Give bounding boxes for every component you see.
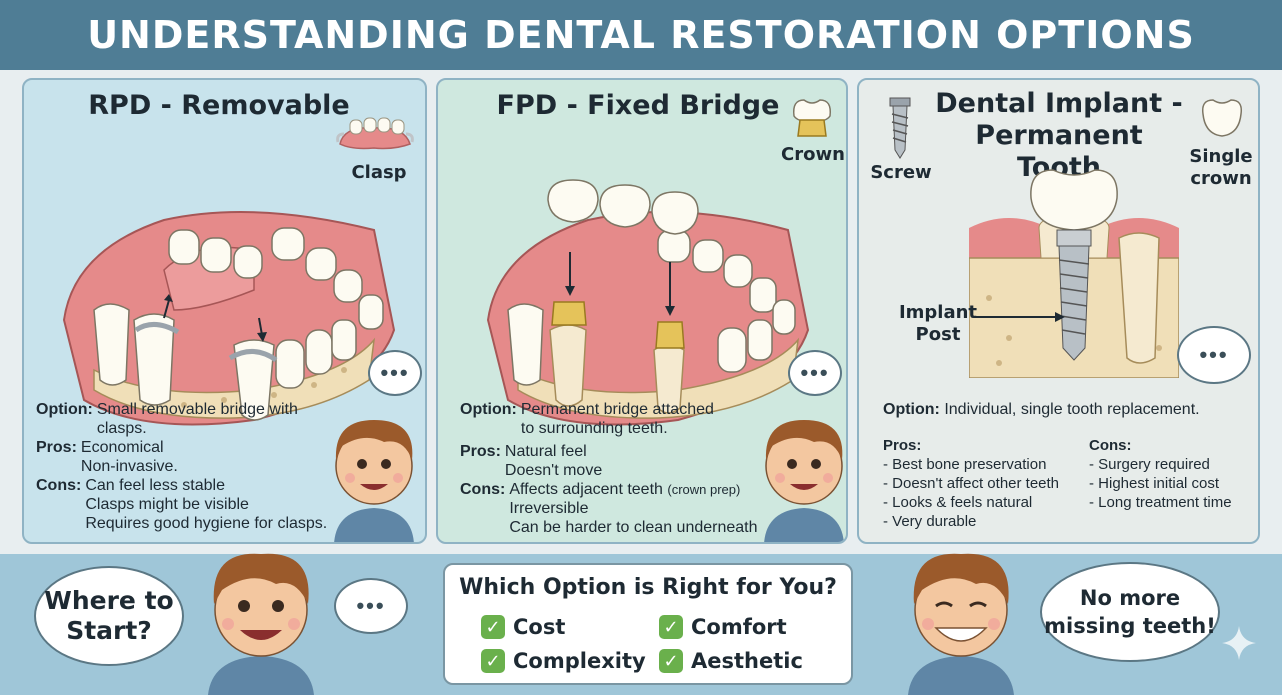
screw-label: Screw — [870, 162, 932, 183]
implant-pros-item: - Looks & feels natural — [883, 494, 1033, 511]
fpd-option-line: Permanent bridge attached — [520, 401, 714, 418]
child-avatar-right — [908, 553, 1014, 695]
single-crown-icon — [1201, 99, 1243, 137]
bubble-line: No more — [1079, 586, 1181, 610]
option-cost: ✓ Cost — [481, 615, 565, 639]
implant-pros-item: - Best bone preservation — [883, 456, 1047, 473]
fpd-option-text: Permanent bridge attached to surrounding… — [521, 400, 714, 438]
implant-option-key: Option: — [883, 401, 940, 418]
sparkle-icon — [1222, 626, 1256, 660]
rpd-jaw-illustration — [62, 211, 396, 426]
implant-pros-item: - Doesn't affect other teeth — [883, 475, 1060, 492]
clasp-icon — [336, 117, 414, 150]
fpd-pros-line: Natural feel — [504, 443, 587, 460]
rpd-cons-line: Can feel less stable — [85, 477, 225, 494]
rpd-option-line: Small removable bridge with — [96, 401, 298, 418]
option-complexity: ✓ Complexity — [481, 649, 646, 673]
fpd-cons-key: Cons: — [460, 481, 506, 498]
crown-label: Crown — [781, 144, 845, 165]
rpd-pros-line: Non-invasive. — [80, 458, 178, 475]
implant-option-text: Individual, single tooth replacement. — [944, 401, 1200, 418]
rpd-option-line: clasps. — [96, 420, 147, 437]
implant-pros-title: Pros: — [883, 437, 922, 454]
fpd-pros-key: Pros: — [460, 443, 501, 460]
check-icon: ✓ — [481, 649, 505, 673]
rpd-panel: RPD - Removable Clasp — [22, 78, 427, 544]
rpd-details: Option: Small removable bridge with clas… — [36, 400, 346, 533]
implant-post-arrow — [975, 312, 1065, 322]
speech-bubble-rpd: ••• — [368, 350, 422, 396]
implant-option-row: Option: Individual, single tooth replace… — [883, 400, 1253, 419]
rpd-option-row: Option: Small removable bridge with clas… — [36, 400, 346, 438]
fpd-cons-note: (crown prep) — [667, 482, 741, 497]
option-label: Comfort — [691, 615, 787, 639]
check-icon: ✓ — [481, 615, 505, 639]
option-label: Aesthetic — [691, 649, 803, 673]
check-icon: ✓ — [659, 649, 683, 673]
screw-icon — [889, 97, 911, 159]
rpd-option-key: Option: — [36, 401, 93, 418]
rpd-option-text: Small removable bridge with clasps. — [97, 400, 298, 438]
option-label: Complexity — [513, 649, 646, 673]
speech-bubble-bottom: ••• — [334, 578, 408, 634]
implant-cons: Cons: - Surgery required - Highest initi… — [1089, 436, 1258, 512]
clasp-label: Clasp — [351, 162, 407, 183]
implant-cons-item: - Highest initial cost — [1089, 475, 1220, 492]
rpd-cons-text: Can feel less stable Clasps might be vis… — [85, 476, 327, 533]
implant-pros: Pros: - Best bone preservation - Doesn't… — [883, 436, 1083, 531]
rpd-pros-text: Economical Non-invasive. — [81, 438, 178, 476]
fpd-cons-row: Cons: Affects adjacent teeth (crown prep… — [460, 480, 780, 537]
bubble-line: Where to — [44, 586, 174, 615]
crown-icon — [792, 99, 832, 137]
option-aesthetic: ✓ Aesthetic — [659, 649, 803, 673]
fpd-cons-text: Affects adjacent teeth (crown prep) Irre… — [509, 480, 757, 537]
implant-cons-item: - Surgery required — [1089, 456, 1210, 473]
rpd-cons-line: Clasps might be visible — [85, 496, 249, 513]
rpd-title: RPD - Removable — [88, 90, 350, 121]
fpd-option-row: Option: Permanent bridge attached to sur… — [460, 400, 780, 438]
fpd-pros-line: Doesn't move — [504, 462, 603, 479]
child-avatar-fpd — [764, 420, 844, 542]
which-option-title: Which Option is Right for You? — [459, 575, 837, 600]
fpd-cons-line: Irreversible — [509, 500, 589, 517]
rpd-cons-line: Requires good hygiene for clasps. — [85, 515, 328, 532]
implant-cons-item: - Long treatment time — [1089, 494, 1232, 511]
fpd-panel: FPD - Fixed Bridge Crown ••• Option: — [436, 78, 848, 544]
fpd-details: Option: Permanent bridge attached to sur… — [460, 400, 780, 537]
child-avatar-rpd — [334, 420, 414, 542]
implant-cons-title: Cons: — [1089, 437, 1132, 454]
option-label: Cost — [513, 615, 566, 639]
implant-title-line: Dental Implant - — [935, 88, 1183, 119]
rpd-cons-row: Cons: Can feel less stable Clasps might … — [36, 476, 346, 533]
page-title: UNDERSTANDING DENTAL RESTORATION OPTIONS — [87, 13, 1195, 57]
implant-illustration — [969, 169, 1179, 378]
fpd-title: FPD - Fixed Bridge — [496, 90, 780, 121]
fpd-option-key: Option: — [460, 401, 517, 418]
header-banner: UNDERSTANDING DENTAL RESTORATION OPTIONS — [0, 0, 1282, 70]
bubble-line: Start? — [66, 616, 152, 645]
check-icon: ✓ — [659, 615, 683, 639]
rpd-pros-row: Pros: Economical Non-invasive. — [36, 438, 346, 476]
rpd-pros-line: Economical — [80, 439, 164, 456]
fpd-cons-line: Can be harder to clean underneath — [509, 519, 758, 536]
speech-bubble-fpd: ••• — [788, 350, 842, 396]
rpd-pros-key: Pros: — [36, 439, 77, 456]
speech-bubble-implant: ••• — [1177, 326, 1251, 384]
fpd-pros-row: Pros: Natural feel Doesn't move — [460, 442, 780, 480]
fpd-pros-text: Natural feel Doesn't move — [505, 442, 602, 480]
which-option-box: Which Option is Right for You? ✓ Cost ✓ … — [443, 563, 853, 685]
rpd-cons-key: Cons: — [36, 477, 82, 494]
fpd-jaw-illustration — [486, 179, 810, 426]
implant-pros-item: - Very durable — [883, 513, 977, 530]
option-comfort: ✓ Comfort — [659, 615, 787, 639]
bubble-line: missing teeth! — [1044, 614, 1216, 638]
child-avatar-left — [208, 553, 314, 695]
no-more-missing-bubble: No more missing teeth! — [1040, 562, 1220, 662]
implant-panel: Dental Implant - Permanent Tooth Screw S… — [857, 78, 1260, 544]
fpd-option-line: to surrounding teeth. — [520, 420, 668, 437]
fpd-cons-line: Affects adjacent teeth — [509, 481, 663, 498]
